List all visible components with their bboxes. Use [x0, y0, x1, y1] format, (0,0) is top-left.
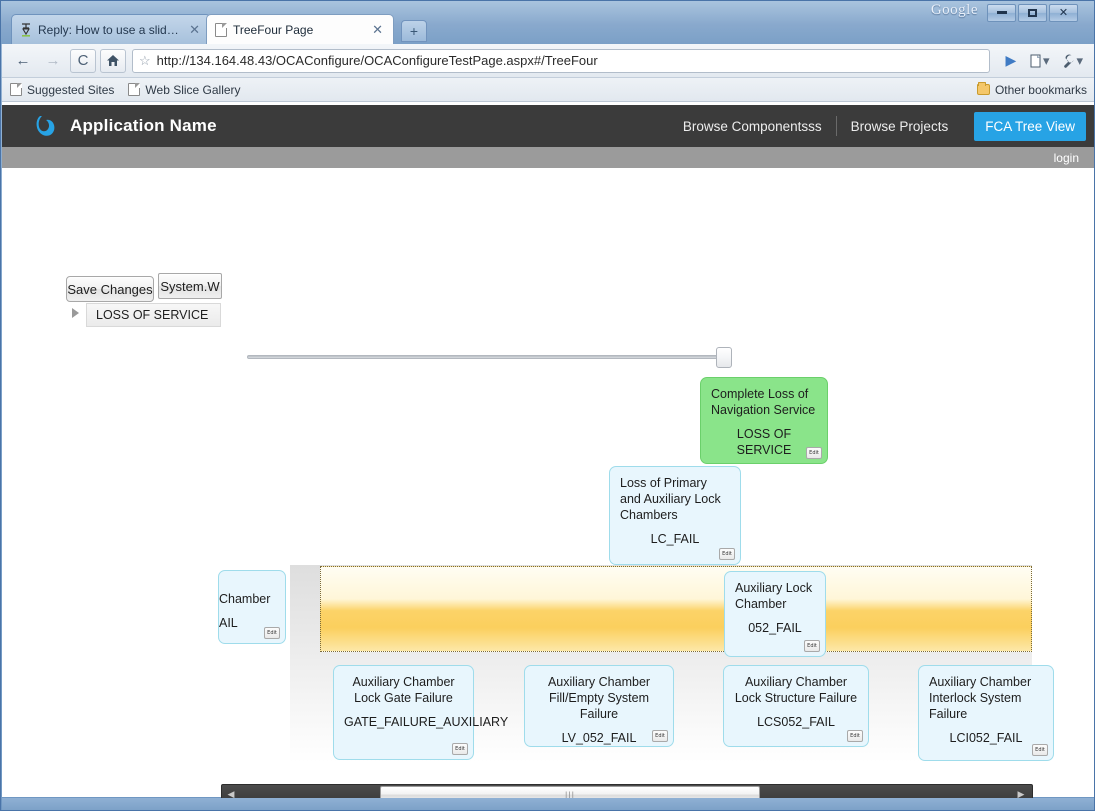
wrench-menu-icon[interactable]: ▾ — [1057, 53, 1087, 69]
tree-node-lv-052-fail[interactable]: Auxiliary Chamber Fill/Empty System Fail… — [524, 665, 674, 747]
tab-title: TreeFour Page — [233, 22, 314, 37]
sliders-icon — [20, 22, 32, 37]
zoom-slider-thumb[interactable] — [716, 347, 732, 368]
tree-node-code: 052_FAIL — [748, 621, 802, 635]
browser-tab-active[interactable]: TreeFour Page ✕ — [206, 14, 394, 44]
tree-node-code: LC_FAIL — [650, 532, 700, 546]
window-minimize-button[interactable] — [987, 4, 1016, 22]
page-icon — [128, 83, 141, 96]
tree-node-title: Complete Loss of Navigation Service — [711, 387, 816, 417]
drop-target-band[interactable] — [320, 566, 1032, 652]
window-status-band — [2, 798, 1094, 810]
scroll-left-arrow-icon[interactable]: ◀ — [227, 788, 235, 799]
bookmark-suggested-sites[interactable]: Suggested Sites — [10, 83, 114, 97]
tree-node-title: Auxiliary Chamber Fill/Empty System Fail… — [547, 675, 651, 721]
page-title: Application Name — [70, 116, 217, 135]
bookmark-label: Suggested Sites — [27, 82, 115, 97]
reload-icon[interactable]: C — [70, 48, 96, 73]
tree-node-gate-failure[interactable]: Auxiliary Chamber Lock Gate Failure GATE… — [333, 665, 509, 760]
back-icon[interactable]: ← — [15, 52, 31, 69]
tree-node-title: Auxiliary Chamber Interlock System Failu… — [929, 675, 1032, 721]
home-icon[interactable] — [100, 48, 126, 73]
page-viewport: Application Name Browse Componentsss Bro… — [2, 102, 1094, 797]
new-tab-button[interactable]: + — [401, 20, 427, 42]
edit-button[interactable]: Edit — [806, 447, 822, 459]
folder-icon — [976, 82, 990, 95]
tab-close-icon[interactable]: ✕ — [189, 21, 200, 37]
tree-node-clipped-left[interactable]: Chamber AIL Edit — [218, 570, 286, 644]
brand-watermark: Google — [930, 2, 978, 18]
edit-button[interactable]: Edit — [652, 730, 668, 742]
expand-caret-icon[interactable] — [72, 308, 79, 318]
scroll-right-arrow-icon[interactable]: ▶ — [1017, 788, 1025, 799]
bookmark-label: Web Slice Gallery — [145, 82, 241, 97]
page-icon — [10, 83, 22, 96]
tree-node-code: AIL — [219, 616, 238, 630]
nav-browse-components[interactable]: Browse Componentsss — [682, 118, 822, 134]
tree-node-code: LCI052_FAIL — [949, 731, 1023, 745]
tree-node-code: LV_052_FAIL — [561, 731, 637, 745]
browser-tab-inactive[interactable]: Reply: How to use a slide... ✕ — [11, 14, 211, 44]
tree-node-title: Auxiliary Chamber Lock Gate Failure — [352, 675, 455, 705]
nav-browse-projects[interactable]: Browse Projects — [850, 118, 949, 134]
edit-button[interactable]: Edit — [804, 640, 820, 652]
save-changes-button[interactable]: Save Changes — [66, 276, 154, 302]
page-icon — [215, 22, 227, 37]
url-text: http://134.164.48.43/OCAConfigure/OCACon… — [156, 53, 598, 68]
bookmark-star-icon[interactable]: ☆ — [139, 52, 151, 68]
tree-node-code: LOSS OF SERVICE — [736, 427, 792, 457]
tree-node-title: Chamber — [219, 592, 271, 606]
go-icon[interactable]: ▶ — [1005, 52, 1017, 68]
browser-navigation-bar: ← → C ☆ http://134.164.48.43/OCAConfigur… — [2, 44, 1094, 78]
tab-title: Reply: How to use a slide... — [38, 22, 182, 37]
tree-node-lc-fail[interactable]: Loss of Primary and Auxiliary Lock Chamb… — [609, 466, 741, 565]
edit-button[interactable]: Edit — [719, 548, 735, 560]
tree-node-lcs-052-fail[interactable]: Auxiliary Chamber Lock Structure Failure… — [723, 665, 869, 747]
browser-tab-strip: Google ✕ Reply: How to use a slide... ✕ … — [1, 1, 1094, 44]
edit-button[interactable]: Edit — [452, 743, 468, 755]
window-maximize-button[interactable] — [1018, 4, 1047, 22]
window-close-button[interactable]: ✕ — [1049, 4, 1078, 22]
app-header: Application Name Browse Componentsss Bro… — [2, 105, 1094, 147]
nav-divider — [835, 116, 837, 136]
edit-button[interactable]: Edit — [264, 627, 280, 639]
tree-node-lci-052-fail[interactable]: Auxiliary Chamber Interlock System Failu… — [918, 665, 1054, 761]
swoosh-logo-icon — [34, 113, 58, 139]
tree-node-root[interactable]: Complete Loss of Navigation Service LOSS… — [700, 377, 828, 464]
nav-fca-tree-view[interactable]: FCA Tree View — [974, 111, 1086, 141]
zoom-slider-track[interactable] — [247, 355, 727, 359]
tree-item-label: LOSS OF SERVICE — [96, 308, 209, 322]
app-nav: Browse Componentsss Browse Projects FCA … — [669, 105, 1094, 147]
edit-button[interactable]: Edit — [847, 730, 863, 742]
tree-node-code: LCS052_FAIL — [757, 715, 835, 729]
chevron-down-icon: ▾ — [1076, 52, 1083, 68]
bookmarks-bar: Suggested Sites Web Slice Gallery Other … — [2, 78, 1094, 102]
tree-node-title: Auxiliary Lock Chamber — [735, 581, 813, 611]
fca-tree-canvas[interactable]: Save Changes System.W LOSS OF SERVICE Co… — [2, 168, 1094, 797]
system-w-button[interactable]: System.W — [158, 273, 222, 299]
tree-node-code: GATE_FAILURE_AUXILIARY — [344, 715, 509, 729]
tree-node-title: Auxiliary Chamber Lock Structure Failure — [734, 675, 858, 705]
login-link[interactable]: login — [1053, 150, 1079, 165]
bookmark-web-slice-gallery[interactable]: Web Slice Gallery — [128, 82, 241, 97]
page-menu-icon[interactable]: ▾ — [1026, 53, 1054, 69]
edit-button[interactable]: Edit — [1032, 744, 1048, 756]
address-bar[interactable]: ☆ http://134.164.48.43/OCAConfigure/OCAC… — [132, 48, 990, 73]
other-bookmarks-button[interactable]: Other bookmarks — [976, 82, 1087, 97]
chevron-down-icon: ▾ — [1042, 52, 1050, 68]
app-subbar: login — [2, 147, 1094, 168]
other-bookmarks-label: Other bookmarks — [994, 82, 1087, 97]
tree-item-loss-of-service[interactable]: LOSS OF SERVICE — [86, 303, 221, 327]
tree-node-title: Loss of Primary and Auxiliary Lock Chamb… — [620, 476, 721, 522]
tree-node-auxiliary-lock-chamber[interactable]: Auxiliary Lock Chamber 052_FAIL Edit — [724, 571, 826, 657]
forward-icon[interactable]: → — [45, 52, 61, 69]
tab-close-icon[interactable]: ✕ — [372, 21, 383, 37]
